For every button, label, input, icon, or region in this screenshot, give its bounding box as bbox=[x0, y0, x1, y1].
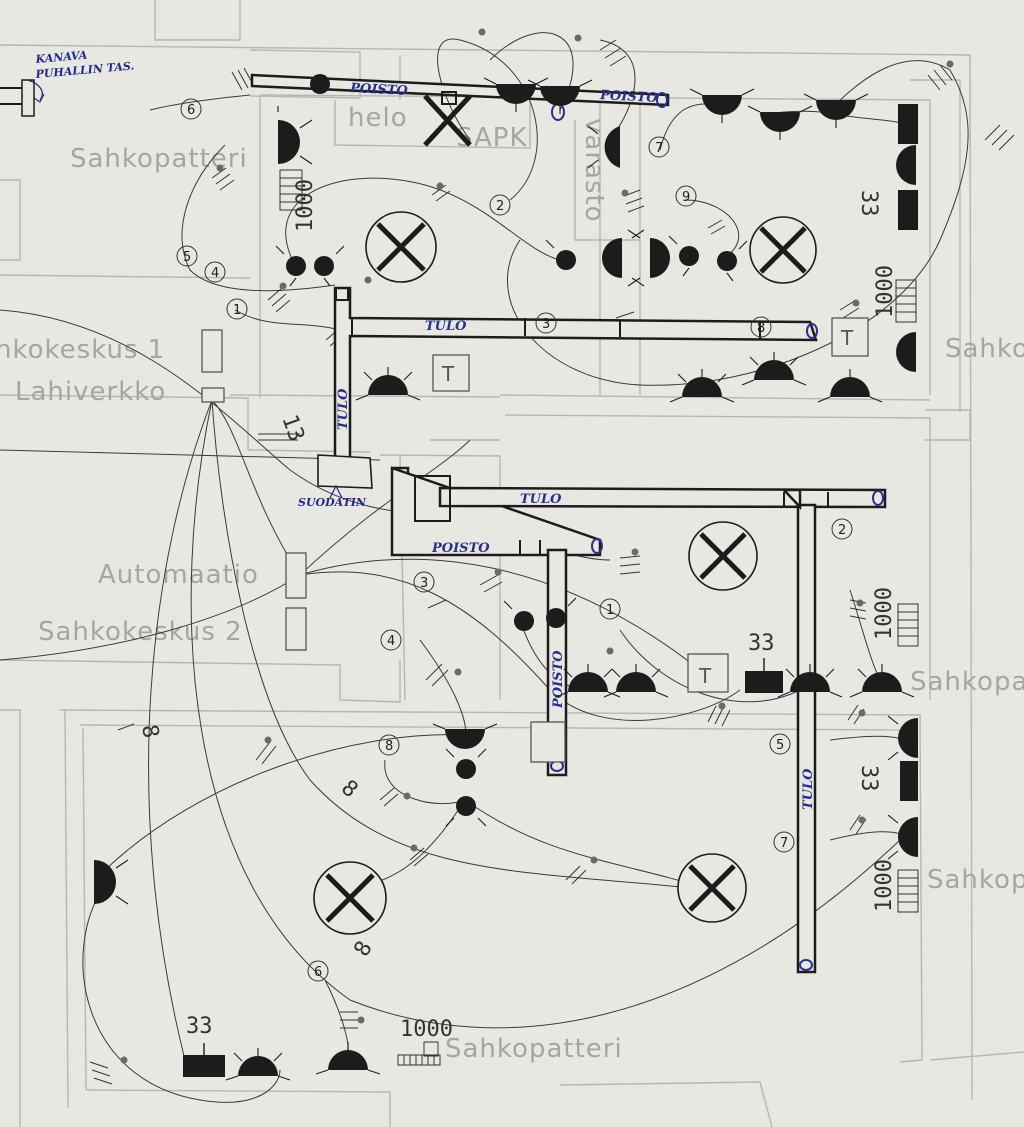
dot-lamps bbox=[286, 74, 737, 816]
svg-text:1: 1 bbox=[233, 303, 241, 318]
svg-text:7: 7 bbox=[780, 836, 788, 851]
svg-text:T: T bbox=[840, 326, 854, 350]
svg-text:8: 8 bbox=[757, 321, 765, 336]
duct-label-tulo-d: TULO bbox=[801, 768, 816, 810]
svg-text:1000: 1000 bbox=[872, 859, 897, 912]
thermostats bbox=[201, 317, 869, 763]
svg-text:6: 6 bbox=[314, 965, 322, 980]
duct-end-caps bbox=[550, 92, 884, 971]
filter-arrow bbox=[329, 484, 343, 499]
circuit-3b: 3 bbox=[413, 571, 435, 593]
room-label-automaatio: Automaatio bbox=[98, 560, 259, 590]
svg-text:2: 2 bbox=[838, 523, 846, 538]
heater-leads bbox=[203, 658, 765, 1055]
svg-text:33: 33 bbox=[186, 1014, 213, 1039]
svg-text:6: 6 bbox=[187, 103, 195, 118]
room-label-right3: Sahkop bbox=[927, 865, 1024, 895]
svg-text:33: 33 bbox=[856, 765, 881, 792]
duct-label-poisto-d: POISTO bbox=[551, 650, 566, 709]
x-fixtures bbox=[313, 91, 817, 935]
svg-text:33: 33 bbox=[748, 631, 775, 656]
duct-labels: POISTO POISTO TULO TULO TULO POISTO POIS… bbox=[298, 81, 816, 810]
circuit-5: 5 bbox=[176, 245, 198, 267]
circuit-7b: 7 bbox=[773, 831, 795, 853]
duct-label-tulo-c: TULO bbox=[520, 492, 562, 507]
circuit-markers: 6 5 4 1 2 3 7 8 9 3 1 4 2 5 7 8 6 bbox=[176, 98, 853, 982]
circuit-5b: 5 bbox=[769, 733, 791, 755]
wall-lamps bbox=[94, 84, 918, 1076]
circuit-3: 3 bbox=[535, 312, 557, 334]
duct-label-tulo-a: TULO bbox=[425, 319, 467, 334]
filter-box bbox=[317, 454, 373, 489]
svg-text:3: 3 bbox=[542, 317, 550, 332]
svg-text:8: 8 bbox=[136, 723, 163, 740]
lamp-rays bbox=[115, 77, 915, 1081]
ventilation-ducts bbox=[250, 73, 887, 974]
cable-end-dots bbox=[120, 28, 954, 1064]
svg-text:KANAVA: KANAVA bbox=[34, 48, 88, 66]
room-label-sapk: SAPK bbox=[456, 123, 528, 153]
heater-blocks bbox=[183, 104, 918, 1077]
svg-text:1000: 1000 bbox=[400, 1017, 453, 1042]
radiator-symbols bbox=[279, 169, 919, 1066]
room-label-helo: helo bbox=[348, 103, 408, 133]
circuit-2b: 2 bbox=[831, 518, 853, 540]
svg-text:T: T bbox=[441, 362, 455, 386]
svg-text:2: 2 bbox=[496, 199, 504, 214]
svg-text:8: 8 bbox=[385, 739, 393, 754]
duct-label-poisto-a: POISTO bbox=[349, 81, 409, 99]
svg-text:4: 4 bbox=[211, 266, 219, 281]
room-label-lahiverkko: Lahiverkko bbox=[15, 377, 166, 407]
room-labels: Sahkopatteri hkokeskus 1 Lahiverkko Auto… bbox=[0, 103, 1024, 1064]
svg-text:1000: 1000 bbox=[872, 587, 897, 640]
svg-text:5: 5 bbox=[776, 738, 784, 753]
duct-details bbox=[335, 287, 829, 556]
circuit-2: 2 bbox=[489, 194, 511, 216]
circuit-7: 7 bbox=[648, 136, 670, 158]
circuit-4: 4 bbox=[204, 261, 226, 283]
duct-label-poisto-b: POISTO bbox=[599, 88, 659, 106]
circuit-9: 9 bbox=[675, 185, 697, 207]
room-label-keskus2: Sahkokeskus 2 bbox=[38, 617, 243, 647]
thermostat-letters: T T T bbox=[441, 326, 854, 688]
circuit-8: 8 bbox=[750, 316, 772, 338]
svg-text:T: T bbox=[698, 664, 712, 688]
dot-lamp-rays bbox=[275, 235, 748, 827]
room-label-right2: Sahkopa bbox=[910, 667, 1024, 697]
duct-label-tulo-b: TULO bbox=[336, 388, 351, 430]
svg-text:9: 9 bbox=[682, 190, 690, 205]
room-label-keskus1: hkokeskus 1 bbox=[0, 335, 165, 365]
room-label-bottom: Sahkopatteri bbox=[445, 1034, 623, 1064]
circuit-6: 6 bbox=[180, 98, 202, 120]
circuit-1: 1 bbox=[226, 298, 248, 320]
svg-text:1000: 1000 bbox=[293, 179, 318, 232]
svg-text:3: 3 bbox=[420, 576, 428, 591]
duct-label-poisto-c: POISTO bbox=[431, 541, 490, 556]
circuit-4b: 4 bbox=[380, 629, 402, 651]
svg-text:1: 1 bbox=[606, 603, 614, 618]
circuit-6b: 6 bbox=[307, 960, 329, 982]
cables bbox=[0, 32, 969, 1103]
circuit-8b: 8 bbox=[378, 734, 400, 756]
svg-text:1000: 1000 bbox=[873, 265, 898, 318]
svg-text:4: 4 bbox=[387, 634, 395, 649]
duct-label-suodatin: SUODATIN bbox=[298, 496, 367, 509]
svg-text:33: 33 bbox=[856, 190, 881, 217]
room-label-right1: Sahko bbox=[945, 334, 1024, 364]
circuit-1b: 1 bbox=[599, 598, 621, 620]
svg-text:7: 7 bbox=[655, 141, 663, 156]
svg-text:5: 5 bbox=[183, 250, 191, 265]
room-label-varasto: varasto bbox=[579, 118, 609, 223]
